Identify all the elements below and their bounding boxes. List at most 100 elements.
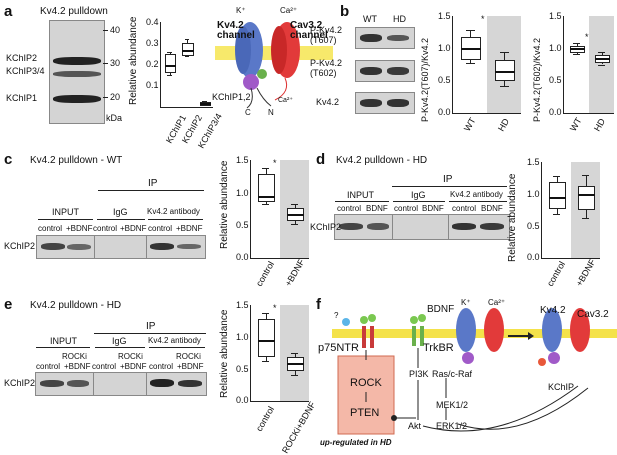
box-iqr bbox=[577, 186, 596, 211]
e-lane: control bbox=[36, 362, 61, 371]
b1-sig: * bbox=[481, 14, 485, 24]
e-ylabel: Relative abundance bbox=[219, 309, 230, 398]
box-iqr bbox=[164, 53, 177, 73]
f-kv42: Kv4.2 bbox=[540, 305, 566, 316]
d-lane: control bbox=[337, 204, 362, 213]
c-lane: control bbox=[38, 224, 63, 233]
ion-ca-2: Ca²⁺ bbox=[278, 97, 293, 104]
e-rocki: ROCKi bbox=[62, 352, 87, 361]
f-kchip: KChIP bbox=[548, 382, 575, 392]
panel-c-chart bbox=[250, 160, 309, 259]
box-iqr bbox=[495, 59, 515, 82]
c-lane: +BDNF bbox=[120, 224, 147, 233]
b1-ytick: 1.5 bbox=[438, 11, 451, 21]
d-lane: control bbox=[394, 204, 419, 213]
d-input-label: INPUT bbox=[347, 190, 374, 200]
b-row-t607: P-Kv4.2 (T607) bbox=[310, 25, 343, 45]
b1-ytick: 0.5 bbox=[438, 75, 451, 85]
box-whisker-cap bbox=[465, 62, 475, 64]
c-ytick: 1.0 bbox=[236, 188, 249, 198]
box-whisker-cap bbox=[573, 53, 580, 55]
panel-label-a: a bbox=[4, 3, 13, 20]
e-input-label: INPUT bbox=[50, 336, 77, 346]
panel-b1-chart bbox=[452, 16, 521, 114]
e-xtick: ROCKi+BDNF bbox=[280, 399, 318, 455]
c-row-label: KChIP2 bbox=[4, 241, 36, 251]
c-xtick: control bbox=[254, 259, 277, 288]
e-sig: * bbox=[273, 303, 277, 313]
panel-a-chart bbox=[160, 22, 213, 108]
panel-d-chart bbox=[541, 162, 600, 259]
e-lane: control bbox=[149, 362, 174, 371]
d-ytick: 1.0 bbox=[527, 189, 540, 199]
blot-label-kchip1: KChIP1 bbox=[6, 93, 38, 103]
e-igg-label: IgG bbox=[112, 336, 127, 346]
b-blot-kv42 bbox=[355, 92, 415, 114]
box-median bbox=[577, 194, 596, 196]
b2-ytick: 0.5 bbox=[549, 75, 562, 85]
box-whisker-cap bbox=[598, 64, 605, 66]
mw-20: 20 bbox=[110, 92, 121, 102]
b2-ylabel: P-Kv4.2(T602)/Kv4.2 bbox=[532, 37, 542, 122]
box-median bbox=[199, 102, 212, 105]
box-whisker-cap bbox=[552, 176, 561, 178]
box-whisker-cap bbox=[167, 51, 173, 53]
c-ytick: 1.5 bbox=[236, 155, 249, 165]
f-cav32: Cav3.2 bbox=[577, 309, 609, 320]
n-term-label: N bbox=[268, 108, 274, 117]
panel-label-b: b bbox=[340, 3, 350, 20]
box-iqr bbox=[257, 174, 276, 203]
box-whisker-cap bbox=[499, 51, 509, 53]
b1-ytick: 0.0 bbox=[438, 107, 451, 117]
f-question: ? bbox=[334, 311, 339, 320]
e-lane: +BDNF bbox=[177, 362, 204, 371]
box-whisker-cap bbox=[290, 375, 299, 377]
f-rasraf: Ras/c-Raf bbox=[432, 369, 473, 379]
box-whisker-cap bbox=[261, 167, 270, 169]
d-row-label: KChIP2 bbox=[310, 222, 342, 232]
c-ip-label: IP bbox=[148, 178, 158, 189]
box-whisker-cap bbox=[581, 174, 590, 176]
panel-e-chart bbox=[250, 305, 309, 402]
box-whisker-cap bbox=[499, 85, 509, 87]
d-ytick: 0.5 bbox=[527, 221, 540, 231]
box-iqr bbox=[257, 319, 276, 357]
d-ylabel: Relative abundance bbox=[507, 173, 518, 262]
panel-c-title: Kv4.2 pulldown - WT bbox=[30, 155, 123, 166]
box-median bbox=[461, 48, 481, 51]
e-ab-label: Kv4.2 antibody bbox=[148, 336, 201, 345]
f-bdnf: BDNF bbox=[427, 304, 455, 315]
f-erk: ERK1/2 bbox=[436, 421, 468, 431]
b2-ytick: 1.0 bbox=[549, 43, 562, 53]
e-row-label: KChIP2 bbox=[4, 378, 36, 388]
b2-xtick: WT bbox=[568, 115, 584, 133]
box-median bbox=[495, 70, 515, 73]
b-row-kv42: Kv4.2 bbox=[316, 97, 340, 107]
c-lane: control bbox=[93, 224, 118, 233]
box-median bbox=[257, 195, 276, 198]
kv42-channel-label: Kv4.2 channel bbox=[217, 20, 255, 41]
e-rocki: ROCKi bbox=[118, 352, 143, 361]
f-upregulated: up-regulated in HD bbox=[320, 438, 392, 447]
panel-d-title: Kv4.2 pulldown - HD bbox=[336, 155, 428, 166]
box-whisker-cap bbox=[552, 214, 561, 216]
box-median bbox=[164, 64, 177, 67]
panel-a-blot bbox=[49, 20, 105, 124]
e-ytick: 1.5 bbox=[236, 300, 249, 310]
c-sig: * bbox=[273, 158, 277, 168]
b-row-t602: P-Kv4.2 (T602) bbox=[310, 58, 343, 78]
c-blot bbox=[36, 235, 206, 259]
e-ip-label: IP bbox=[146, 321, 156, 332]
mw-unit: kDa bbox=[106, 113, 123, 123]
box-median bbox=[286, 213, 305, 216]
f-ion-ca: Ca²⁺ bbox=[488, 298, 506, 307]
b-blot-t602 bbox=[355, 60, 415, 82]
ion-k: K⁺ bbox=[236, 6, 246, 15]
f-trkbr: TrkBR bbox=[423, 342, 454, 354]
f-pi3k: PI3K bbox=[409, 369, 429, 379]
a-ytick: 0.1 bbox=[146, 80, 159, 90]
c-ytick: 0.0 bbox=[236, 252, 249, 262]
box-whisker-cap bbox=[598, 52, 605, 54]
b-blot-t607 bbox=[355, 27, 415, 49]
box-median bbox=[286, 362, 305, 365]
